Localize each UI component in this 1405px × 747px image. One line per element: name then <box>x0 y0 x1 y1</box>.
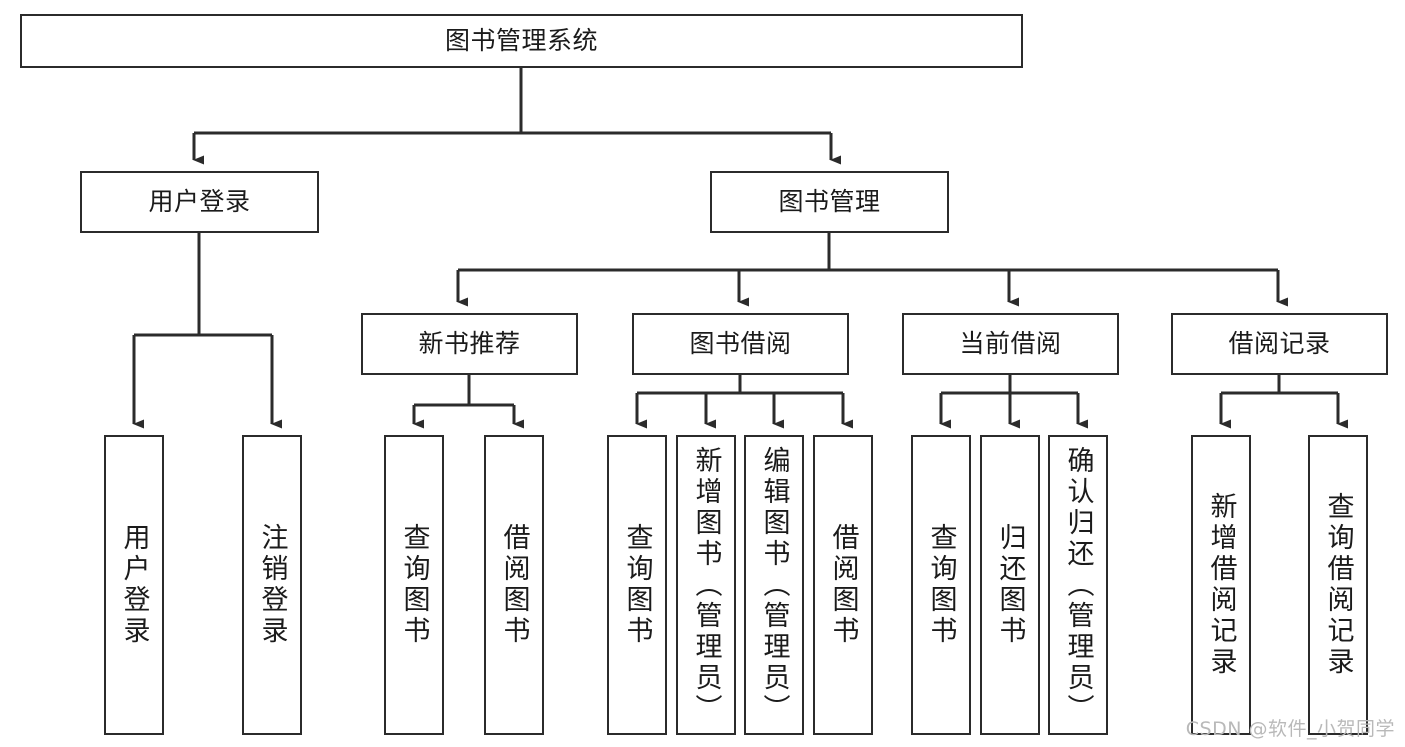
leaf-current-return-book[interactable]: 归还图书 <box>980 435 1040 735</box>
node-label: 借阅图书 <box>498 523 530 647</box>
leaf-record-query-borrow-record[interactable]: 查询借阅记录 <box>1308 435 1368 735</box>
leaf-borrow-query-book[interactable]: 查询图书 <box>607 435 667 735</box>
node-label: 确认归还（管理员） <box>1062 445 1094 725</box>
node-label: 借阅图书 <box>827 523 859 647</box>
leaf-recommend-borrow-book[interactable]: 借阅图书 <box>484 435 544 735</box>
leaf-borrow-edit-book-admin[interactable]: 编辑图书（管理员） <box>744 435 804 735</box>
node-label: 查询图书 <box>925 523 957 647</box>
node-label: 查询图书 <box>398 523 430 647</box>
leaf-borrow-add-book-admin[interactable]: 新增图书（管理员） <box>676 435 736 735</box>
node-root-library-system[interactable]: 图书管理系统 <box>20 14 1023 68</box>
node-borrow-record[interactable]: 借阅记录 <box>1171 313 1388 375</box>
leaf-record-add-borrow-record[interactable]: 新增借阅记录 <box>1191 435 1251 735</box>
node-label: 图书借阅 <box>689 329 792 359</box>
node-new-book-recommend[interactable]: 新书推荐 <box>361 313 578 375</box>
node-label: 当前借阅 <box>959 329 1062 359</box>
node-label: 图书管理 <box>778 187 881 217</box>
node-label: 新增借阅记录 <box>1205 492 1237 678</box>
node-user-login[interactable]: 用户登录 <box>80 171 319 233</box>
node-book-borrow[interactable]: 图书借阅 <box>632 313 849 375</box>
leaf-borrow-borrow-book[interactable]: 借阅图书 <box>813 435 873 735</box>
node-label: 图书管理系统 <box>444 26 598 56</box>
node-label: 查询借阅记录 <box>1322 492 1354 678</box>
node-label: 新增图书（管理员） <box>690 445 722 725</box>
node-label: 查询图书 <box>621 523 653 647</box>
node-label: 新书推荐 <box>418 329 521 359</box>
node-book-management[interactable]: 图书管理 <box>710 171 949 233</box>
csdn-watermark: CSDN @软件_小贺同学 <box>1185 718 1395 740</box>
leaf-current-query-book[interactable]: 查询图书 <box>911 435 971 735</box>
leaf-recommend-query-book[interactable]: 查询图书 <box>384 435 444 735</box>
leaf-current-confirm-return-admin[interactable]: 确认归还（管理员） <box>1048 435 1108 735</box>
leaf-user-logout[interactable]: 注销登录 <box>242 435 302 735</box>
node-label: 注销登录 <box>256 523 288 647</box>
node-label: 用户登录 <box>118 523 150 647</box>
leaf-user-login[interactable]: 用户登录 <box>104 435 164 735</box>
node-label: 编辑图书（管理员） <box>758 445 790 725</box>
node-label: 借阅记录 <box>1228 329 1331 359</box>
node-label: 归还图书 <box>994 523 1026 647</box>
node-current-borrow[interactable]: 当前借阅 <box>902 313 1119 375</box>
node-label: 用户登录 <box>148 187 251 217</box>
